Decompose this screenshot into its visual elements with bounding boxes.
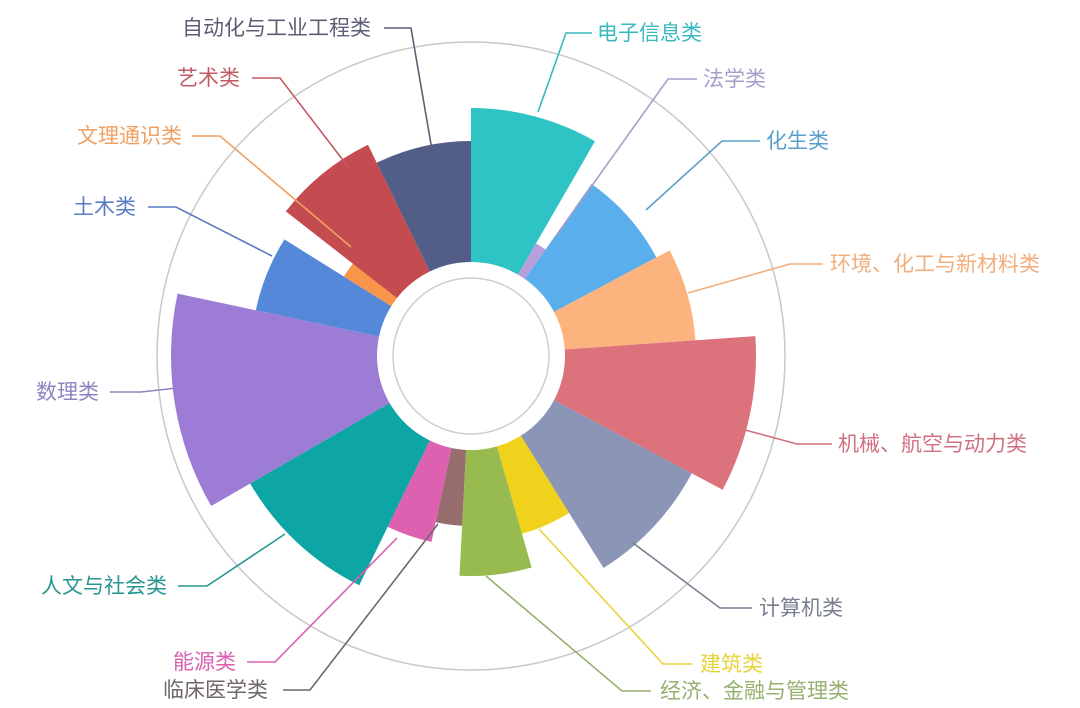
- leader-line: [485, 575, 651, 692]
- leader-line: [384, 27, 433, 151]
- rose-sector[interactable]: [518, 398, 692, 569]
- leader-line: [632, 542, 752, 609]
- leader-line: [178, 533, 286, 587]
- slice-label: 建筑类: [700, 652, 763, 676]
- rose-sector[interactable]: [471, 108, 595, 279]
- slice-label: 电子信息类: [597, 21, 702, 45]
- leader-line: [645, 140, 760, 211]
- slice-label: 能源类: [173, 650, 236, 674]
- rose-sector[interactable]: [285, 144, 432, 301]
- leader-lines: [110, 27, 832, 692]
- leader-line: [555, 78, 697, 237]
- leader-line: [192, 135, 352, 248]
- slice-label: 艺术类: [177, 66, 240, 90]
- rose-sector[interactable]: [343, 263, 401, 309]
- slice-label: 环境、化工与新材料类: [830, 252, 1040, 276]
- slice-label: 计算机类: [759, 596, 843, 620]
- slice-label: 临床医学类: [163, 678, 268, 702]
- rose-sector[interactable]: [516, 243, 546, 283]
- rose-sector[interactable]: [459, 442, 532, 576]
- slice-label: 化生类: [766, 129, 829, 153]
- slice-label: 法学类: [703, 67, 766, 91]
- rose-sector[interactable]: [522, 183, 657, 314]
- slice-label: 机械、航空与动力类: [838, 432, 1027, 456]
- slice-label: 数理类: [36, 380, 99, 404]
- leader-line: [537, 32, 592, 113]
- rose-sector[interactable]: [495, 432, 570, 534]
- rose-sector[interactable]: [435, 444, 467, 526]
- leader-line: [744, 429, 832, 445]
- leader-line: [148, 206, 273, 257]
- rose-sector[interactable]: [255, 239, 395, 338]
- rose-sector[interactable]: [250, 401, 432, 586]
- slice-label: 自动化与工业工程类: [182, 16, 371, 40]
- leader-line: [110, 387, 178, 393]
- center-hole: [377, 262, 565, 450]
- rose-sector[interactable]: [171, 293, 394, 506]
- leader-line: [247, 537, 398, 663]
- rose-sectors: [171, 108, 756, 586]
- leader-line: [252, 77, 350, 169]
- leader-line: [538, 528, 692, 665]
- slice-label: 文理通识类: [77, 124, 182, 148]
- slice-label: 土木类: [73, 195, 136, 219]
- rose-sector[interactable]: [550, 336, 756, 490]
- slice-label: 人文与社会类: [41, 574, 167, 598]
- leader-line: [687, 263, 823, 294]
- leader-line: [283, 523, 439, 691]
- center-ring: [392, 277, 550, 435]
- slice-label: 经济、金融与管理类: [660, 679, 849, 703]
- rose-sector[interactable]: [376, 141, 471, 276]
- rose-sector[interactable]: [387, 436, 453, 542]
- rose-sector[interactable]: [550, 250, 696, 350]
- outer-guide-circle: [156, 41, 786, 671]
